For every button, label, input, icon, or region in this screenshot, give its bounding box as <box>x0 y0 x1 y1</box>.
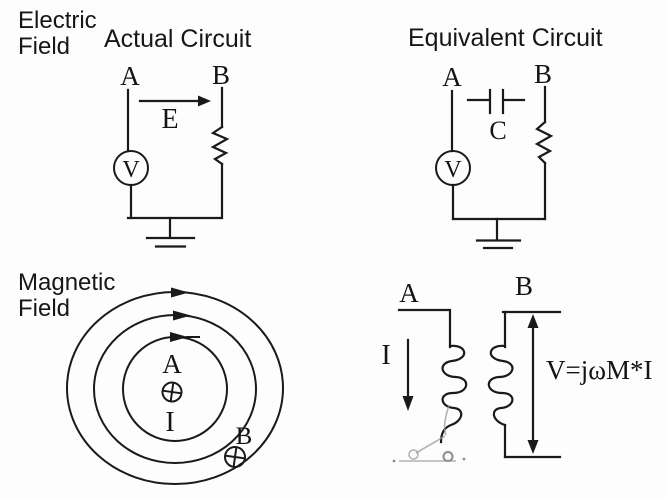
equivalent-circuit-title: Equivalent Circuit <box>408 24 603 52</box>
current-label: I <box>381 340 390 371</box>
current-into-page-icon <box>161 381 183 403</box>
voltage-source-icon: V <box>435 150 471 186</box>
voltage-source-label: V <box>444 157 462 183</box>
field-direction-arrows <box>170 287 200 342</box>
node-a-label: A <box>120 61 140 91</box>
actual-circuit-diagram: A B V E <box>113 60 230 248</box>
middle-arrow-icon <box>173 310 191 321</box>
node-b-label: B <box>515 271 533 301</box>
primary-coil-icon <box>439 344 468 444</box>
magnetic-field-section-label: Magnetic Field <box>18 269 116 322</box>
capacitor-icon <box>466 88 526 115</box>
current-arrow-icon <box>402 338 414 411</box>
e-field-label: E <box>161 104 178 135</box>
conductor-a-label: A <box>162 349 182 379</box>
voltage-source-label: V <box>122 157 140 183</box>
transformer-diagram: A B I V=jωM*I <box>381 271 653 463</box>
resistor-icon <box>534 120 554 165</box>
node-b-label: B <box>534 59 552 89</box>
equivalent-circuit-diagram: A B V C <box>435 59 554 250</box>
faint-sketch-artifact <box>392 404 466 463</box>
capacitor-label: C <box>489 116 506 145</box>
voltage-equation: V=jωM*I <box>546 355 653 385</box>
conductor-b-label: B <box>236 423 253 450</box>
field-line-circles <box>66 291 284 485</box>
secondary-coil-icon <box>487 344 514 427</box>
ground-icon <box>475 217 522 250</box>
inner-arrow-icon <box>170 332 188 342</box>
outer-arrow-icon <box>171 287 189 298</box>
voltage-source-icon: V <box>113 150 149 186</box>
ground-icon <box>145 216 196 248</box>
actual-circuit-title: Actual Circuit <box>104 25 252 53</box>
electric-field-section-label: Electric Field <box>18 7 97 60</box>
node-a-label: A <box>442 62 462 92</box>
current-label: I <box>165 407 174 438</box>
node-b-label: B <box>212 60 230 90</box>
voltage-measure-arrow-icon <box>527 314 539 454</box>
e-field-arrow-icon <box>138 95 211 107</box>
magnetic-field-diagram: A I B <box>66 287 284 485</box>
primary-top-wire <box>397 308 452 349</box>
current-into-page-icon <box>224 446 246 468</box>
node-a-label: A <box>399 278 419 308</box>
resistor-icon <box>210 125 230 166</box>
